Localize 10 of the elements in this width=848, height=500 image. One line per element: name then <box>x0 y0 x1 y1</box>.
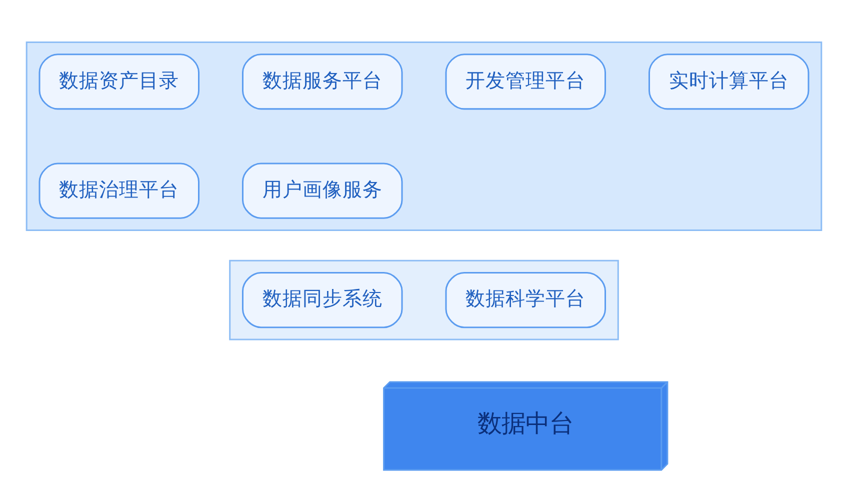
node-box: 数据同步系统 <box>242 272 403 328</box>
node-box: 数据资产目录 <box>38 54 200 110</box>
node-box: 数据治理平台 <box>38 162 200 219</box>
cluster <box>229 260 619 340</box>
node-box: 数据服务平台 <box>242 54 403 110</box>
node-box: 实时计算平台 <box>648 54 810 110</box>
node-box: 开发管理平台 <box>445 54 606 110</box>
cluster <box>26 41 822 232</box>
node-box: 用户画像服务 <box>242 162 403 219</box>
node-box: 数据科学平台 <box>445 272 606 328</box>
